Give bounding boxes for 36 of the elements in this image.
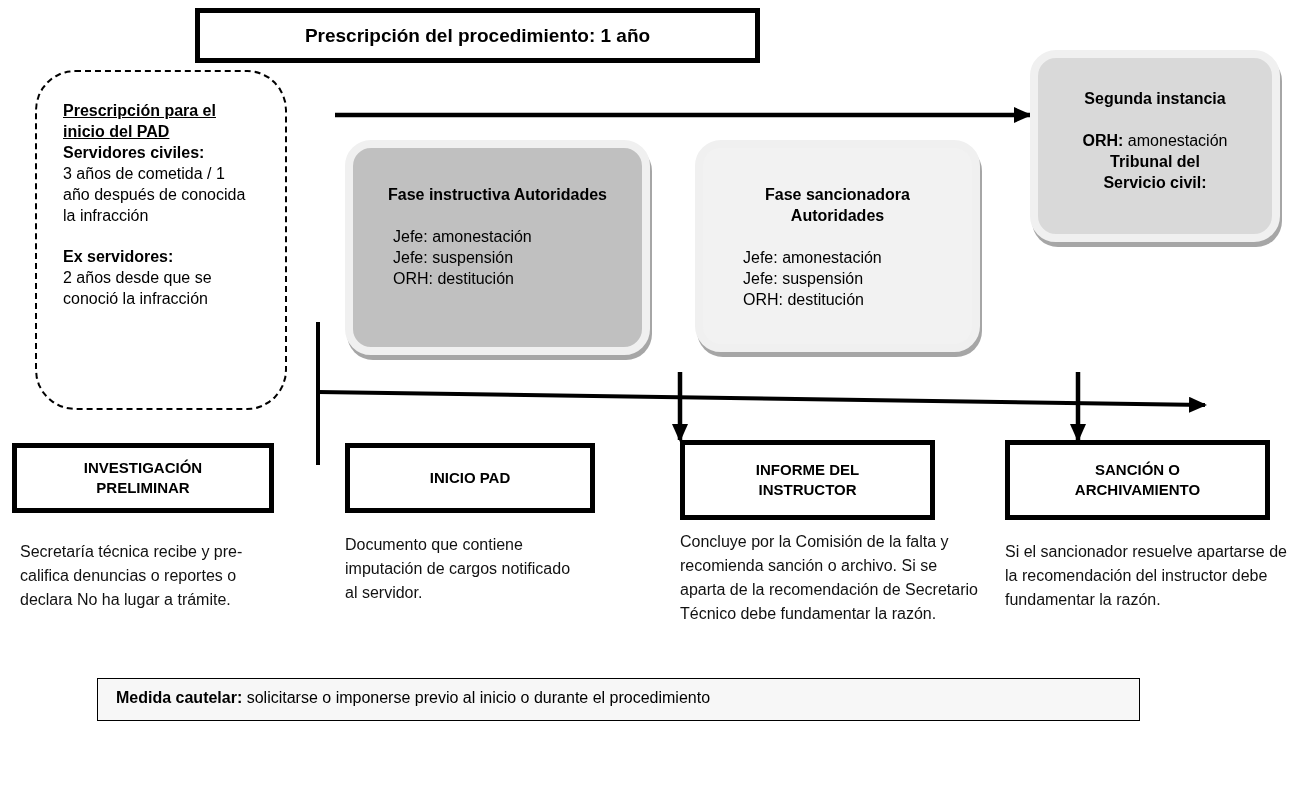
authority-text: ORH: destitución bbox=[743, 290, 865, 310]
stage-title: SANCIÓN O ARCHIVAMIENTO bbox=[1073, 460, 1202, 500]
stage-title: INFORME DEL INSTRUCTOR bbox=[754, 460, 861, 500]
heading: Fase instructiva Autoridades bbox=[387, 185, 608, 205]
heading: Prescripción para el inicio del PAD bbox=[63, 101, 217, 142]
arrow bbox=[335, 107, 1032, 123]
body-text: 2 años desde que se conoció la infracción bbox=[63, 268, 213, 309]
description-text: Documento que contiene imputación de cargos notificado al servidor. bbox=[345, 535, 572, 603]
heading: Tribunal del Servicio civil: bbox=[1102, 152, 1208, 193]
stage-box bbox=[1005, 440, 1270, 520]
title-box bbox=[195, 8, 760, 63]
description-text: Secretaría técnica recibe y pre-califica denuncias o reportes o declara No ha lugar a trámite. bbox=[20, 542, 244, 610]
note-text: Medida cautelar: solicitarse o imponerse previo al inicio o durante el procedimiento bbox=[116, 689, 712, 707]
authority-text: ORH: destitución bbox=[393, 269, 515, 289]
stage-title: INVESTIGACIÓN PRELIMINAR bbox=[82, 458, 204, 498]
stage-box bbox=[345, 443, 595, 513]
info-box bbox=[35, 70, 287, 410]
description-text: Si el sancionador resuelve apartarse de la recomendación del instructor debe fundamentar la razón. bbox=[1005, 542, 1288, 610]
heading: Segunda instancia bbox=[1083, 89, 1227, 109]
authority-text: Jefe: amonestación bbox=[393, 227, 533, 247]
heading: Ex servidores: bbox=[63, 247, 175, 267]
note-box bbox=[97, 678, 1140, 721]
stage-title: INICIO PAD bbox=[429, 468, 511, 488]
authority-text: Jefe: amonestación bbox=[743, 248, 883, 268]
arrow bbox=[672, 372, 688, 442]
body-text: 3 años de cometida / 1 año después de conocida la infracción bbox=[63, 164, 247, 226]
authority-text: ORH: amonestación bbox=[1081, 131, 1229, 151]
arrow bbox=[1070, 372, 1086, 442]
authority-text: Jefe: suspensión bbox=[393, 248, 515, 268]
stage-box bbox=[12, 443, 274, 513]
description-text: Concluye por la Comisión de la falta y recomienda sanción o archivo. Si se aparta de la recomendación de Secretario Técnico debe fundamentar la razón. bbox=[680, 532, 979, 624]
heading: Servidores civiles: bbox=[63, 143, 206, 163]
stage-box bbox=[680, 440, 935, 520]
authority-text: Jefe: suspensión bbox=[743, 269, 865, 289]
heading: Fase sancionadora Autoridades bbox=[764, 185, 911, 226]
title: Prescripción del procedimiento: 1 año bbox=[304, 24, 651, 47]
